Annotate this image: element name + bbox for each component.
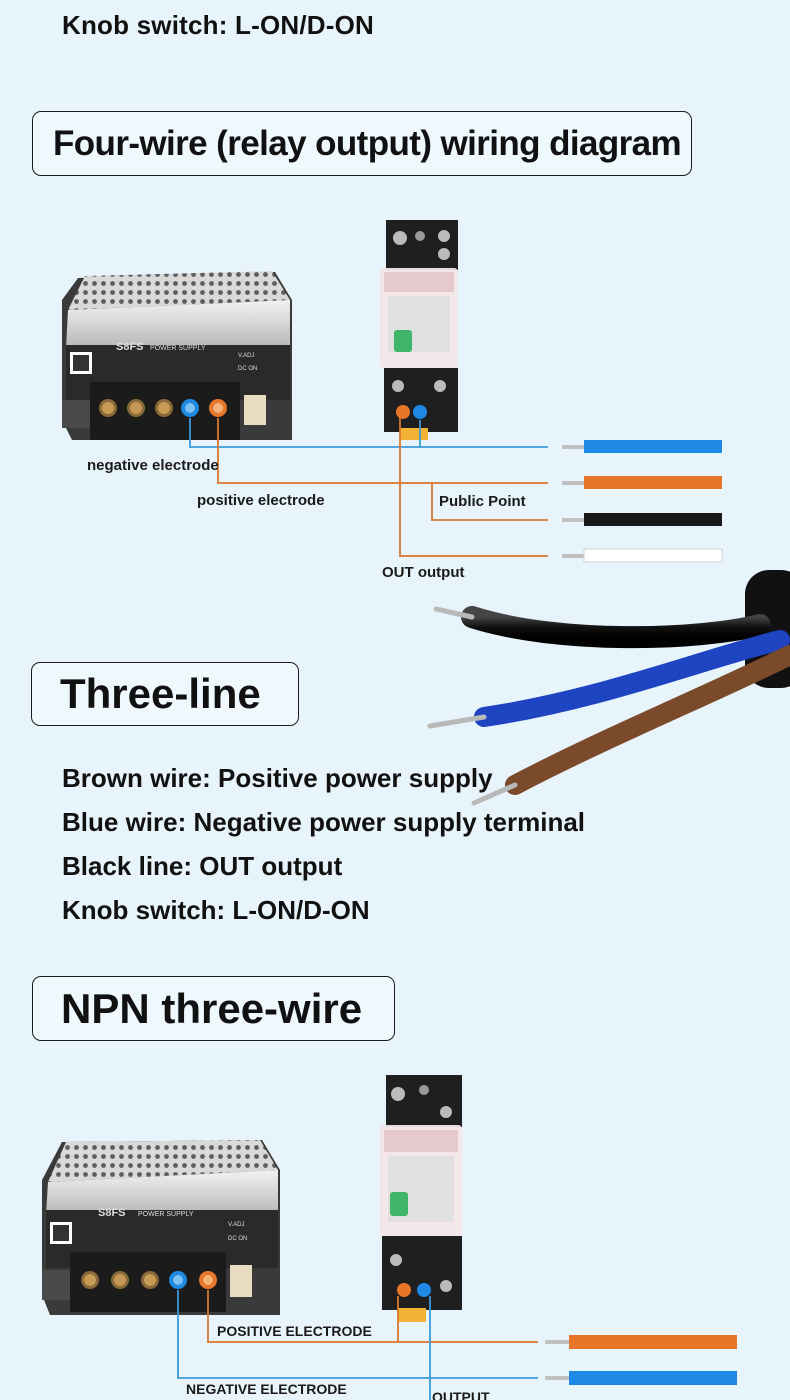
ps-label-1: POWER SUPPLY [150, 345, 206, 352]
four-wire-title: Four-wire (relay output) wiring diagram [32, 111, 692, 176]
power-supply-device-2: S8FS POWER SUPPLY V.ADJ DC ON [42, 1140, 280, 1315]
ps-label-2: POWER SUPPLY [138, 1211, 194, 1218]
desc-knob-switch: Knob switch: L-ON/D-ON [62, 895, 370, 925]
label-positive-electrode: positive electrode [197, 492, 325, 509]
label-negative-electrode: negative electrode [87, 457, 219, 474]
ps-model-1: S8FS [116, 341, 144, 353]
three-line-title: Three-line [31, 662, 299, 726]
npn-three-wire-title: NPN three-wire [32, 976, 395, 1041]
ps-adj-2: V.ADJ [228, 1222, 244, 1228]
ps-dcon-2: DC ON [228, 1236, 247, 1242]
knob-switch-line-top: Knob switch: L-ON/D-ON [62, 10, 375, 40]
three-line-description: Brown wire: Positive power supply Blue w… [62, 760, 585, 936]
wire-stubs-1 [562, 440, 723, 563]
wiring-lines-2 [177, 1290, 538, 1400]
three-wire-cable [427, 570, 790, 806]
ps-dcon-1: DC ON [238, 366, 257, 372]
label-public-point: Public Point [439, 493, 526, 510]
relay-device-1 [380, 220, 458, 440]
relay-device-2 [380, 1075, 462, 1322]
terminal-block-2 [81, 1271, 217, 1289]
label-npn-output: OUTPUT [432, 1389, 490, 1400]
ps-model-2: S8FS [98, 1207, 126, 1219]
wire-stubs-2 [545, 1335, 737, 1385]
label-out-output: OUT output [382, 564, 464, 581]
ps-adj-1: V.ADJ [238, 353, 254, 359]
wiring-lines-1 [189, 418, 548, 557]
label-npn-positive: POSITIVE ELECTRODE [217, 1323, 372, 1339]
power-supply-device-1: S8FS POWER SUPPLY V.ADJ DC ON [62, 271, 292, 440]
four-wire-title-text: Four-wire (relay output) wiring diagram [53, 123, 682, 163]
desc-blue-wire: Blue wire: Negative power supply termina… [62, 807, 586, 837]
desc-brown-wire: Brown wire: Positive power supply [62, 763, 493, 793]
desc-black-line: Black line: OUT output [62, 851, 343, 881]
terminal-block-1 [99, 399, 227, 417]
label-npn-negative: NEGATIVE ELECTRODE [186, 1381, 347, 1397]
npn-three-wire-title-text: NPN three-wire [61, 984, 363, 1032]
three-line-title-text: Three-line [60, 670, 261, 717]
